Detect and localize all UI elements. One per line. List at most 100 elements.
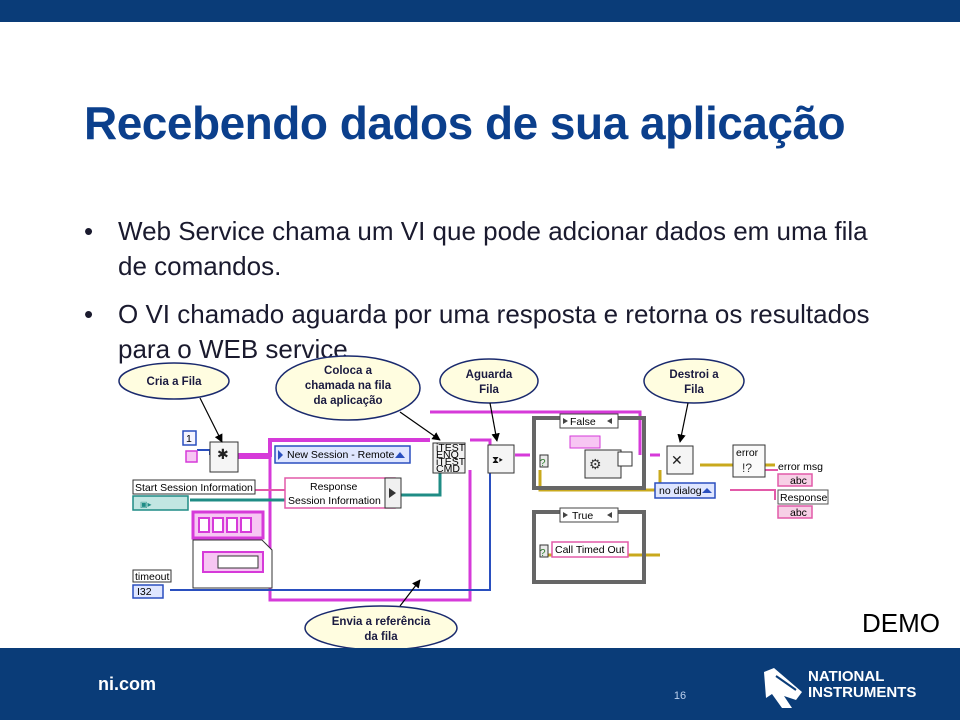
cluster-term: iTEST	[436, 456, 466, 468]
error-msg-label: error msg	[778, 461, 823, 473]
bullet-item: • Web Service chama um VI que pode adcio…	[80, 214, 880, 283]
cluster-icon: ▣▸	[140, 500, 152, 509]
start-session-label: Start Session Information	[135, 482, 253, 494]
case-selector-false-text: False	[570, 416, 596, 428]
bullet-marker: •	[84, 216, 94, 246]
demo-label: DEMO	[862, 608, 940, 638]
footer-site: ni.com	[98, 674, 157, 694]
error-msg-indicator	[777, 473, 813, 487]
obtain-queue-node	[209, 441, 239, 473]
close-icon: ✕	[671, 452, 683, 468]
new-session-enum-text: New Session - Remote	[287, 449, 395, 461]
error-icon: !?	[742, 461, 752, 475]
response-abc	[777, 505, 813, 519]
page-number: 16	[673, 690, 687, 702]
case-tunnel	[539, 454, 549, 468]
chevron-left-icon	[563, 418, 568, 424]
callout-wait-queue-line: Fila	[479, 384, 499, 396]
chevron-right-icon	[607, 418, 612, 424]
callout-enqueue-line: Coloca a	[324, 365, 373, 377]
abc-type: abc	[790, 507, 807, 519]
chevron-right-icon	[607, 512, 612, 518]
cluster-bundle	[432, 442, 466, 474]
slide-title: Recebendo dados de sua aplicação	[84, 97, 846, 149]
enum-arrow-icon	[278, 450, 283, 460]
callout-create-queue-text: Cria a Fila	[147, 376, 203, 388]
callout-destroy-queue	[643, 358, 745, 404]
start-session-terminal	[132, 495, 189, 511]
terminal	[617, 451, 633, 467]
callout-destroy-queue-line: Destroi a	[669, 369, 719, 381]
error-icon-text: error	[736, 447, 759, 459]
logo-line: NATIONAL	[808, 668, 885, 685]
dequeue-node	[487, 444, 515, 474]
array-element	[212, 517, 224, 533]
no-dialog-text: no dialog	[659, 485, 702, 497]
chevron-down-icon	[702, 488, 712, 493]
array-element	[198, 517, 210, 533]
national-instruments-logo: NATIONAL INSTRUMENTS	[808, 669, 916, 701]
response-label: Response	[310, 481, 357, 493]
case-tunnel	[539, 544, 549, 558]
question-icon: ?	[540, 458, 546, 469]
callout-enqueue-line: chamada na fila	[305, 380, 392, 392]
callout-send-ref-line: Envia a referência	[332, 616, 431, 628]
response-indicator	[777, 489, 829, 505]
queue-ref-wire	[268, 440, 472, 602]
release-queue-node	[666, 445, 694, 475]
timeout-terminal	[132, 584, 164, 599]
timeout-wire	[170, 470, 491, 591]
callout-send-ref	[304, 605, 458, 651]
call-timed-out-text: Call Timed Out	[555, 544, 625, 556]
callout-destroy-queue-line: Fila	[684, 384, 704, 396]
case-selector-false	[559, 413, 619, 429]
bullet-text: Web Service chama um VI que pode adciona…	[118, 216, 868, 281]
magenta-constant	[569, 435, 601, 449]
small-terminal	[185, 450, 198, 463]
national-instruments-eagle-icon	[764, 668, 802, 708]
cluster-term: CMD	[436, 463, 460, 475]
play-icon	[389, 488, 396, 498]
queue-ref-wire	[430, 410, 642, 455]
bullet-list: • Web Service chama um VI que pode adcio…	[80, 214, 880, 380]
bullet-text: O VI chamado aguarda por uma resposta e …	[118, 299, 870, 364]
cluster-term: iTEST	[436, 442, 466, 454]
session-info-label: Session Information	[288, 495, 381, 507]
start-session-label-box	[132, 479, 256, 495]
call-timed-out-constant	[551, 541, 629, 558]
callout-enqueue-line: da aplicação	[313, 395, 382, 407]
top-brand-bar	[0, 0, 960, 22]
bullet-marker: •	[84, 299, 94, 330]
constant-one-text: 1	[186, 433, 192, 445]
new-session-enum	[274, 445, 411, 464]
abc-type: abc	[790, 475, 807, 487]
timeout-type: I32	[137, 586, 152, 598]
no-dialog-constant	[654, 482, 716, 499]
queue-ref-wire	[470, 438, 492, 455]
footer-bar	[0, 648, 960, 720]
chevron-left-icon	[563, 512, 568, 518]
callout-enqueue	[275, 355, 421, 421]
callout-send-ref-line: da fila	[364, 631, 398, 643]
chevron-down-icon	[395, 452, 405, 458]
asterisk-icon: ✱	[217, 446, 229, 462]
cluster-term: ENQ	[436, 449, 459, 461]
dequeue-icon: ⧗▸	[492, 455, 503, 466]
const-wire	[197, 449, 211, 455]
string-wire	[730, 489, 776, 500]
callout-wait-queue	[439, 358, 539, 404]
logo-line: INSTRUMENTS	[808, 684, 917, 701]
case-selector-true	[559, 507, 619, 523]
question-icon: ?	[540, 548, 546, 559]
constant-one	[182, 430, 197, 446]
response-indicator-text: Response	[780, 492, 827, 504]
case-selector-true-text: True	[572, 510, 593, 522]
array-element	[226, 517, 238, 533]
gear-icon: ⚙	[589, 456, 602, 472]
callout-wait-queue-line: Aguarda	[466, 369, 513, 381]
bullet-item: • O VI chamado aguarda por uma resposta …	[80, 297, 880, 366]
error-dialog-node	[732, 444, 766, 478]
timeout-label-box	[132, 569, 172, 583]
timeout-label: timeout	[135, 571, 170, 583]
